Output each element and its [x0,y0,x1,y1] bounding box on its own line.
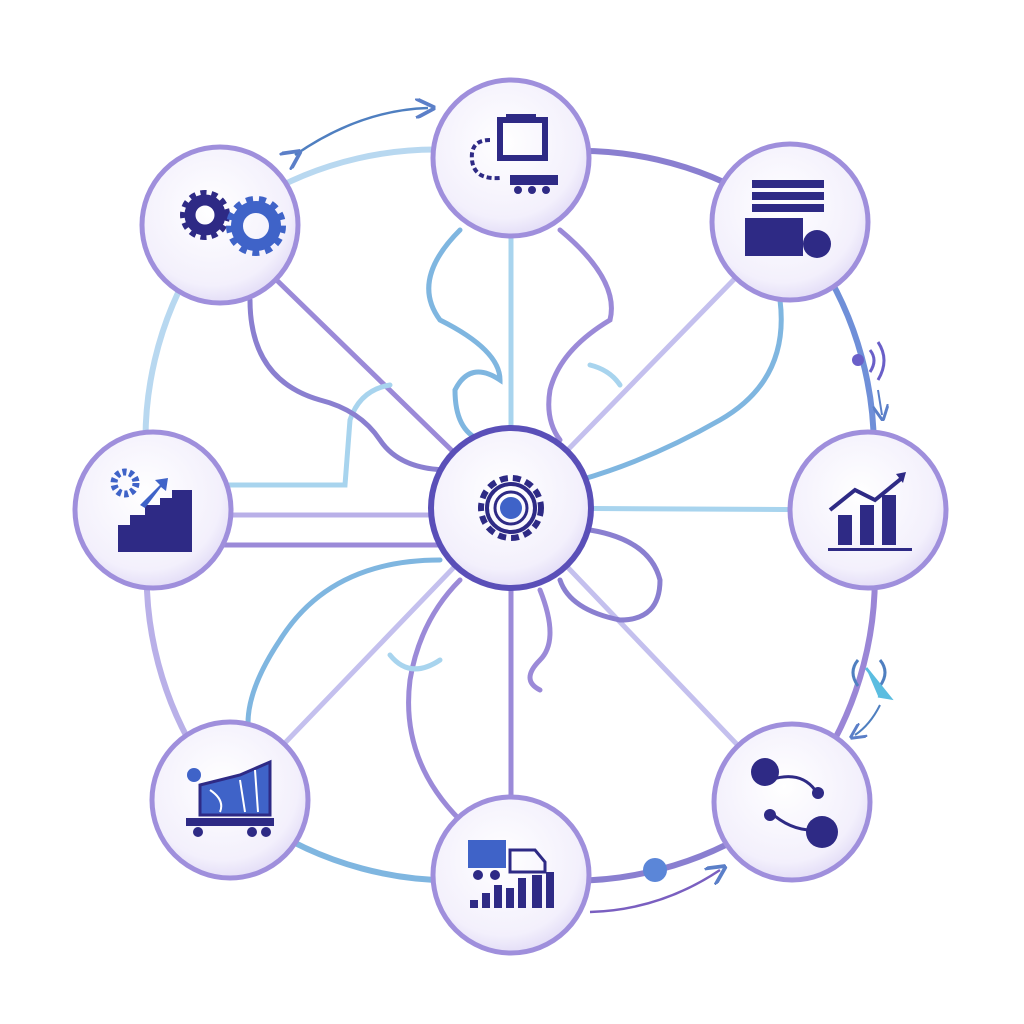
machine-conveyor-icon [469,114,558,194]
node-left[interactable] [72,429,234,591]
logistics-truck-map-icon [186,759,274,837]
double-arrow-icon [295,108,428,155]
node-top[interactable] [430,77,592,239]
signal-pointer-icon [853,659,894,735]
hub-node[interactable] [428,425,594,591]
factory-gear-icon [110,468,192,552]
truck-bar-chart-icon [468,840,554,908]
node-top-right[interactable] [709,141,871,303]
node-top-left[interactable] [139,144,301,306]
growth-chart-icon [828,472,912,551]
node-bottom[interactable] [430,794,592,956]
server-storage-icon [745,180,831,258]
signal-icon [852,341,884,415]
network-nodes-icon [751,758,838,848]
target-gear-icon [478,475,544,541]
node-bottom-right[interactable] [711,721,873,883]
gears-icon [180,190,286,256]
node-bottom-left[interactable] [149,719,311,881]
dot-arrow-icon [589,858,720,914]
node-right[interactable] [787,429,949,591]
